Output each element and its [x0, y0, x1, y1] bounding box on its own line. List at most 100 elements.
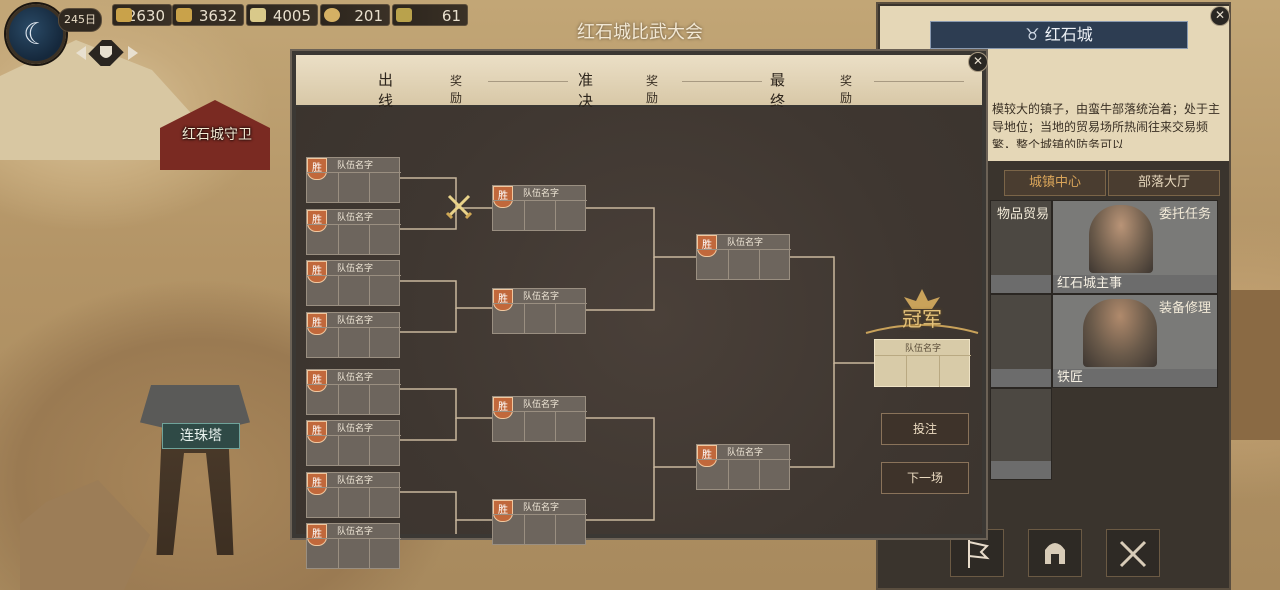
team-slot-r1-1[interactable]: 胜队伍名字	[306, 157, 402, 203]
champion-crest-icon	[865, 289, 979, 334]
team-slot-r2-2[interactable]: 胜队伍名字	[492, 288, 588, 334]
next-match-button[interactable]: 下一场	[881, 462, 969, 494]
town-close-button[interactable]: ✕	[1210, 6, 1230, 26]
team-slot-r1-6[interactable]: 胜队伍名字	[306, 420, 402, 466]
team-name: 队伍名字	[523, 189, 560, 199]
team-name: 队伍名字	[337, 476, 374, 486]
team-member-cells	[307, 384, 402, 415]
champion-slot[interactable]: 队伍名字	[874, 339, 971, 387]
trade-card[interactable]: 物品贸易	[990, 200, 1052, 294]
bull-icon: ♉	[1025, 25, 1045, 44]
team-member-cells	[493, 514, 588, 545]
crossed-swords-icon	[445, 194, 473, 220]
blacksmith-card-caption: 铁匠	[1053, 369, 1217, 387]
grain-value: 201	[354, 7, 383, 25]
team-slot-r1-7[interactable]: 胜队伍名字	[306, 472, 402, 518]
gold-bar-value: 3632	[198, 7, 237, 25]
grain-counter: 201	[320, 4, 390, 26]
tower-label[interactable]: 连珠塔	[162, 423, 240, 449]
blacksmith-card[interactable]: 装备修理 铁匠	[1052, 294, 1218, 388]
stage-divider	[682, 81, 762, 82]
card-empty-2-caption	[991, 369, 1051, 387]
gold-bar-counter: 3632	[172, 4, 244, 26]
town-name: 红石城	[1044, 25, 1093, 44]
team-member-cells	[493, 200, 588, 231]
card-empty-3[interactable]	[990, 388, 1052, 480]
stage-divider	[874, 81, 964, 82]
stage-final-reward[interactable]: 奖励	[840, 74, 853, 105]
team-name: 队伍名字	[337, 373, 374, 383]
grain-sack-icon	[324, 8, 340, 22]
team-member-cells	[307, 435, 402, 466]
team-slot-r2-4[interactable]: 胜队伍名字	[492, 499, 588, 545]
team-member-cells	[307, 172, 402, 203]
win-badge: 胜	[493, 186, 513, 208]
silver-bar-value: 4005	[272, 7, 311, 25]
food-value: 61	[441, 7, 461, 25]
blacksmith-portrait	[1083, 299, 1157, 367]
win-badge: 胜	[493, 289, 513, 311]
npc-guard-label[interactable]: 红石城守卫	[182, 127, 252, 143]
win-badge: 胜	[307, 370, 327, 392]
team-slot-r2-1[interactable]: 胜队伍名字	[492, 185, 588, 231]
modal-close-button[interactable]: ✕	[968, 52, 988, 72]
team-name: 队伍名字	[727, 238, 764, 248]
quest-card-tag: 委托任务	[1158, 207, 1211, 222]
team-slot-r2-3[interactable]: 胜队伍名字	[492, 396, 588, 442]
watch-tower	[140, 385, 250, 555]
town-description: 模较大的镇子，由蛮牛部落统治着；处于主导地位；当地的贸易场所热闹往来交易频繁，整…	[992, 102, 1221, 148]
team-name: 队伍名字	[337, 527, 374, 537]
trade-card-tag: 物品贸易	[996, 207, 1049, 222]
win-badge: 胜	[493, 500, 513, 522]
team-name: 队伍名字	[337, 213, 374, 223]
team-slot-r1-8[interactable]: 胜队伍名字	[306, 523, 402, 569]
team-member-cells	[493, 411, 588, 442]
day-counter: 245日	[58, 8, 102, 32]
card-empty-2[interactable]	[990, 294, 1052, 388]
helmet-button[interactable]	[1028, 529, 1082, 577]
team-name: 队伍名字	[523, 292, 560, 302]
map-rock	[20, 480, 150, 590]
team-slot-r1-3[interactable]: 胜队伍名字	[306, 260, 402, 306]
blacksmith-card-tag: 装备修理	[1158, 301, 1211, 316]
tab-tribe-hall[interactable]: 部落大厅	[1108, 170, 1220, 196]
helmet-icon	[1045, 543, 1065, 564]
shield-icon	[76, 35, 138, 71]
status-icons	[72, 35, 142, 71]
win-badge: 胜	[307, 210, 327, 232]
team-name: 队伍名字	[337, 316, 374, 326]
battle-button[interactable]	[1106, 529, 1160, 577]
event-title: 红石城比武大会	[577, 22, 703, 43]
night-moon-icon[interactable]: ☾	[6, 4, 66, 64]
team-member-cells	[307, 275, 402, 306]
team-member-cells	[307, 224, 402, 255]
champion-team-name: 队伍名字	[904, 344, 941, 354]
team-slot-r1-5[interactable]: 胜队伍名字	[306, 369, 402, 415]
team-slot-r3-2[interactable]: 胜队伍名字	[696, 444, 792, 490]
silver-bar-counter: 4005	[246, 4, 318, 26]
tournament-modal: 出线战 奖励 准决赛 奖励 最终决赛 奖励	[290, 49, 988, 569]
win-badge: 胜	[697, 235, 717, 257]
tab-town-center[interactable]: 城镇中心	[1004, 170, 1106, 196]
stage-qualifier-reward[interactable]: 奖励	[450, 74, 463, 105]
team-name: 队伍名字	[523, 503, 560, 513]
town-tabs: 城镇中心 部落大厅	[990, 170, 1230, 196]
team-member-cells	[307, 487, 402, 518]
team-slot-r3-1[interactable]: 胜队伍名字	[696, 234, 792, 280]
team-slot-r1-4[interactable]: 胜队伍名字	[306, 312, 402, 358]
stage-semifinal-reward[interactable]: 奖励	[646, 74, 659, 105]
team-member-cells	[307, 538, 402, 569]
town-title: ♉ 红石城	[930, 21, 1188, 49]
quest-card[interactable]: 委托任务 红石城主事	[1052, 200, 1218, 294]
win-badge: 胜	[697, 445, 717, 467]
stage-header: 出线战 奖励 准决赛 奖励 最终决赛 奖励	[296, 55, 982, 152]
win-badge: 胜	[307, 158, 327, 180]
flag-icon	[968, 540, 990, 568]
bet-button[interactable]: 投注	[881, 413, 969, 445]
trade-card-caption	[991, 275, 1051, 293]
team-slot-r1-2[interactable]: 胜队伍名字	[306, 209, 402, 255]
silver-bar-icon	[250, 8, 266, 22]
coin-icon	[116, 8, 132, 22]
team-name: 队伍名字	[337, 161, 374, 171]
team-member-cells	[697, 459, 792, 490]
